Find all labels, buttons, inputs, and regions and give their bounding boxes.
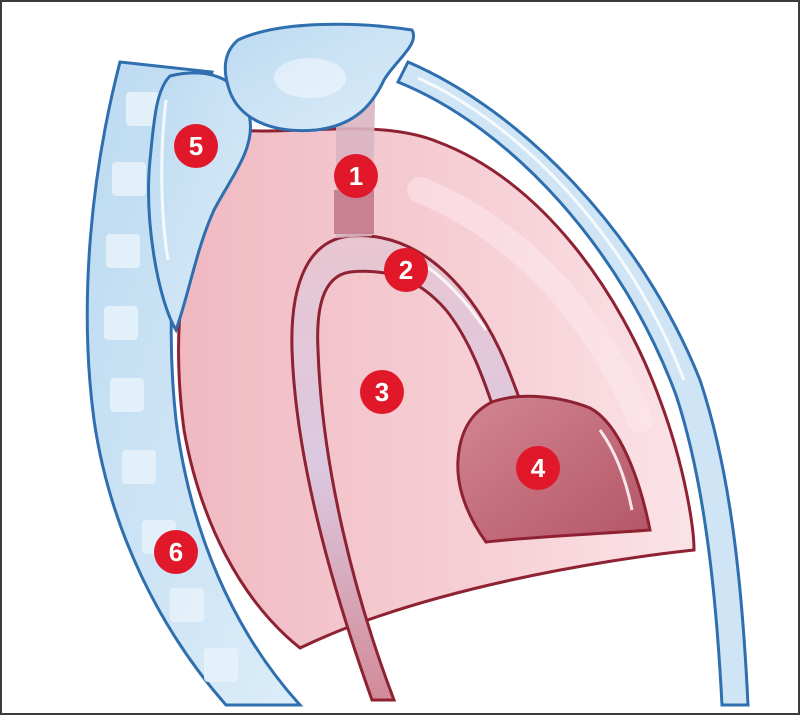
chest-wall-right <box>395 60 750 707</box>
clavicle <box>223 22 416 133</box>
marker-1-label: 1 <box>349 161 363 191</box>
marker-3-label: 3 <box>375 377 389 407</box>
marker-4: 4 <box>516 446 560 490</box>
chest-wall-right-highlight <box>417 76 686 381</box>
marker-2-label: 2 <box>399 255 413 285</box>
cavity-highlight <box>407 177 653 433</box>
marker-6-label: 6 <box>169 537 183 567</box>
marker-2: 2 <box>384 248 428 292</box>
marker-3: 3 <box>360 370 404 414</box>
scapula-highlight <box>160 99 170 261</box>
marker-5: 5 <box>174 124 218 168</box>
marker-5-label: 5 <box>189 131 203 161</box>
marker-4-label: 4 <box>531 453 546 483</box>
heart-highlight <box>598 429 634 511</box>
clavicle-highlight <box>274 58 346 98</box>
marker-6: 6 <box>154 530 198 574</box>
vertebrae <box>104 92 238 682</box>
marker-1: 1 <box>334 154 378 198</box>
